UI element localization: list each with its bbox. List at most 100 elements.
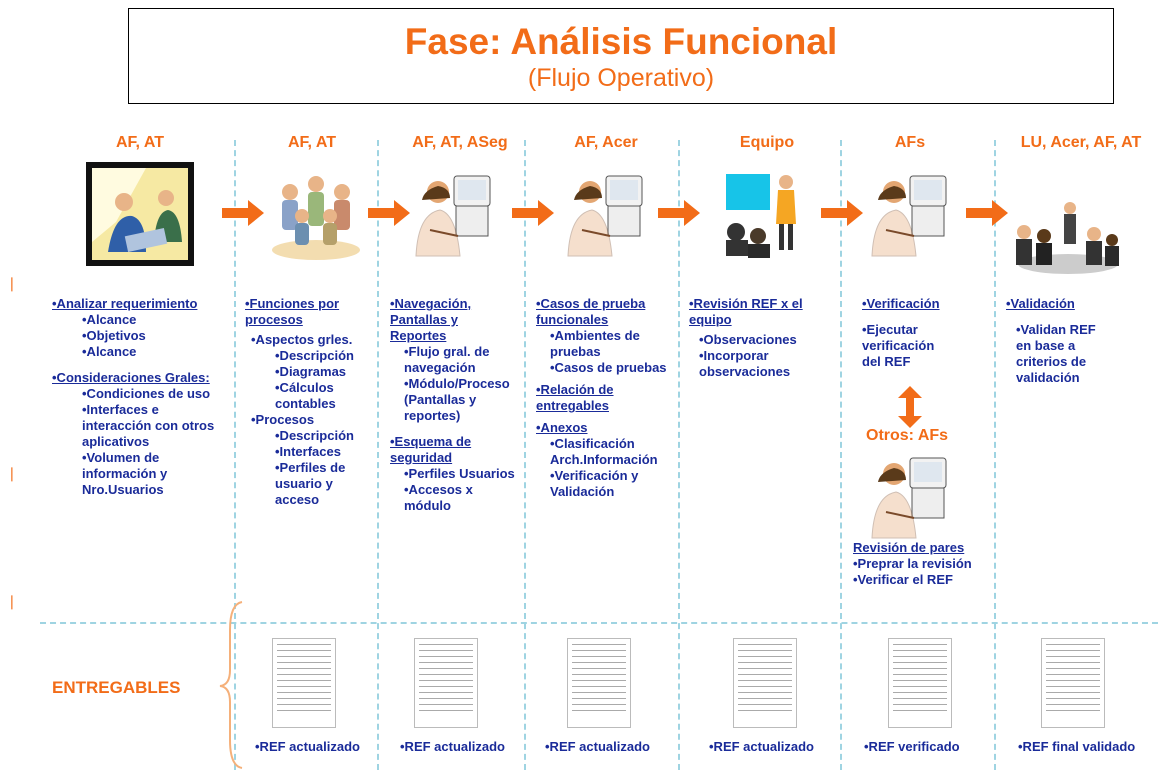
peer-review-item: •Preprar la revisión [853, 556, 972, 571]
col4-item: •Verificación y [550, 468, 639, 483]
deliverable-label: •REF verificado [864, 739, 960, 754]
meeting-picture-icon [86, 162, 194, 266]
document-icon [414, 638, 478, 728]
flow-arrow-icon [658, 200, 700, 226]
deliverables-divider [40, 622, 1158, 624]
col5-item: equipo [689, 312, 732, 327]
col6-item: •Verificación [862, 296, 940, 311]
flow-arrow-icon [368, 200, 410, 226]
col4-item: •Casos de prueba [536, 296, 646, 311]
col7-item: criterios de [1016, 354, 1087, 369]
entregables-label: ENTREGABLES [52, 678, 181, 697]
col1-item: aplicativos [82, 434, 150, 449]
col3-item: seguridad [390, 450, 453, 465]
peer-review-text: Revisión de pares •Preprar la revisión •… [853, 540, 993, 588]
col4-item: entregables [536, 398, 609, 413]
column-header: AF, AT [288, 134, 336, 151]
column-header: AFs [894, 134, 926, 151]
col1-item: •Alcance [82, 312, 137, 327]
deliverable-label: •REF actualizado [255, 739, 360, 754]
col6-item: •Ejecutar [862, 322, 918, 337]
col5-item: •Observaciones [699, 332, 797, 347]
col7-item: •Validan REF [1016, 322, 1096, 337]
edge-fragment: ❘ [6, 593, 18, 609]
column-divider [524, 140, 526, 770]
col3-item: navegación [404, 360, 476, 375]
peer-review-item: •Verificar el REF [853, 572, 953, 587]
column-header: LU, Acer, AF, AT [1020, 134, 1142, 151]
col4-item: Validación [550, 484, 615, 499]
double-arrow-icon [898, 386, 922, 428]
col2-item: usuario y [275, 476, 333, 491]
edge-fragment: ❘ [6, 275, 18, 291]
deliverable-label: •REF actualizado [400, 739, 505, 754]
col3-item: •Flujo gral. de [404, 344, 490, 359]
col4-text: •Casos de prueba funcionales •Ambientes … [536, 296, 676, 500]
col3-text: •Navegación, Pantallas y Reportes •Flujo… [390, 296, 525, 514]
col4-item: •Relación de [536, 382, 614, 397]
col7-text: •Validación •Validan REF en base a crite… [1006, 296, 1156, 386]
col1-item: •Volumen de [82, 450, 160, 465]
col2-item: •Descripción [275, 428, 354, 443]
col1-item: interacción con otros [82, 418, 215, 433]
col3-item: •Perfiles Usuarios [404, 466, 515, 481]
deliverable-label: •REF actualizado [545, 739, 650, 754]
flow-arrow-icon [222, 200, 264, 226]
peer-review-title: Revisión de pares [853, 540, 965, 555]
flow-arrow-icon [821, 200, 863, 226]
col3-item: (Pantallas y [404, 392, 477, 407]
document-icon [733, 638, 797, 728]
column-header: AF, AT [116, 134, 164, 151]
col3-item: reportes) [404, 408, 461, 423]
col2-item: contables [275, 396, 336, 411]
column-divider [377, 140, 379, 770]
col1-item: •Condiciones de uso [82, 386, 211, 401]
title-box: Fase: Análisis Funcional (Flujo Operativ… [128, 8, 1114, 104]
col6-item: verificación [862, 338, 935, 353]
col2-item: procesos [245, 312, 303, 327]
col3-item: •Módulo/Proceso [404, 376, 510, 391]
column-header: Equipo [739, 134, 795, 151]
curly-brace-icon [219, 601, 243, 769]
col4-item: •Casos de pruebas [550, 360, 667, 375]
computer-user-icon [567, 175, 643, 257]
col4-item: pruebas [550, 344, 601, 359]
col4-item: Arch.Información [550, 452, 658, 467]
col7-item: en base a [1016, 338, 1076, 353]
col7-item: validación [1016, 370, 1080, 385]
column-header: AF, Acer [574, 134, 638, 151]
col2-item: •Cálculos [275, 380, 334, 395]
document-icon [1041, 638, 1105, 728]
column-divider [234, 140, 236, 770]
col1-item: •Consideraciones Grales: [52, 370, 210, 385]
col4-item: •Ambientes de [550, 328, 640, 343]
col6-item: del REF [862, 354, 911, 369]
col3-item: módulo [404, 498, 451, 513]
col6-text: •Verificación •Ejecutar verificación del… [862, 296, 992, 370]
flow-arrow-icon [512, 200, 554, 226]
col3-item: •Accesos x [404, 482, 473, 497]
col1-item: •Objetivos [82, 328, 146, 343]
col5-item: observaciones [699, 364, 791, 379]
col3-item: Reportes [390, 328, 447, 343]
col4-item: •Anexos [536, 420, 588, 435]
col1-item: •Alcance [82, 344, 137, 359]
col5-text: •Revisión REF x el equipo •Observaciones… [689, 296, 839, 380]
col2-item: •Funciones por [245, 296, 340, 311]
column-divider [840, 140, 842, 770]
column-divider [678, 140, 680, 770]
flow-arrow-icon [966, 200, 1008, 226]
business-meeting-icon [1016, 202, 1119, 274]
col1-item: •Analizar requerimiento [52, 296, 198, 311]
team-group-icon [272, 176, 360, 260]
computer-user-icon [415, 175, 491, 257]
presentation-icon [726, 174, 796, 258]
page-subtitle: (Flujo Operativo) [527, 64, 715, 92]
col2-item: •Perfiles de [275, 460, 346, 475]
column-divider [994, 140, 996, 770]
col2-item: •Descripción [275, 348, 354, 363]
col2-item: acceso [275, 492, 320, 507]
document-icon [567, 638, 631, 728]
document-icon [888, 638, 952, 728]
col2-item: •Procesos [251, 412, 315, 427]
